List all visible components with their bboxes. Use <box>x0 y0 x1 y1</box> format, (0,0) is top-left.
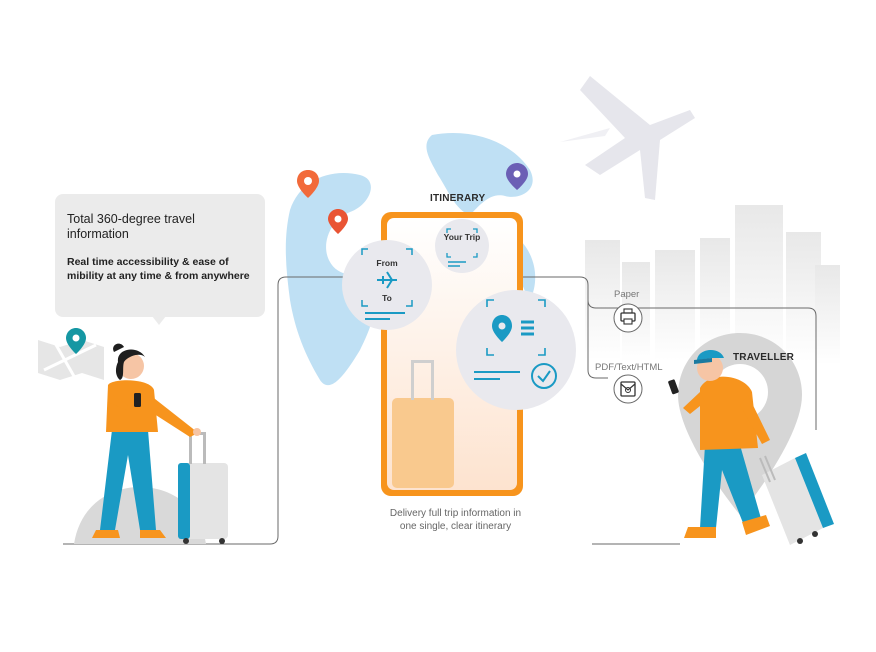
airplane-icon <box>560 76 695 200</box>
from-label: From <box>376 258 398 268</box>
map-pin-red-icon <box>328 209 348 234</box>
connector-lines <box>63 276 817 545</box>
map-pin-purple-icon <box>506 163 528 190</box>
card-your-trip <box>435 219 489 273</box>
map-paper-icon <box>38 328 104 380</box>
card-from-to <box>342 240 432 330</box>
bubble-title: Total 360-degree travel information <box>67 212 195 241</box>
traveller-label: TRAVELLER <box>733 352 795 363</box>
plane-small-icon <box>377 271 397 289</box>
map-pin-orange-icon <box>297 170 319 198</box>
printer-icon <box>613 303 643 333</box>
itinerary-title: ITINERARY <box>430 193 486 204</box>
bubble-tail <box>152 316 166 325</box>
bubble-body: Real time accessibility & ease of mibili… <box>67 256 250 282</box>
paper-label: Paper <box>614 289 640 300</box>
woman-traveller <box>92 343 228 544</box>
pdf-text-html-label: PDF/Text/HTML <box>595 362 663 373</box>
check-circle-icon <box>531 363 557 389</box>
document-icon <box>613 374 643 404</box>
your-trip-label: Your Trip <box>443 232 481 242</box>
itinerary-caption: Delivery full trip information in one si… <box>389 508 522 532</box>
man-traveller <box>668 349 834 545</box>
to-label: To <box>382 293 392 303</box>
card-location <box>456 290 576 410</box>
info-bubble: Total 360-degree travel information Real… <box>55 194 265 317</box>
